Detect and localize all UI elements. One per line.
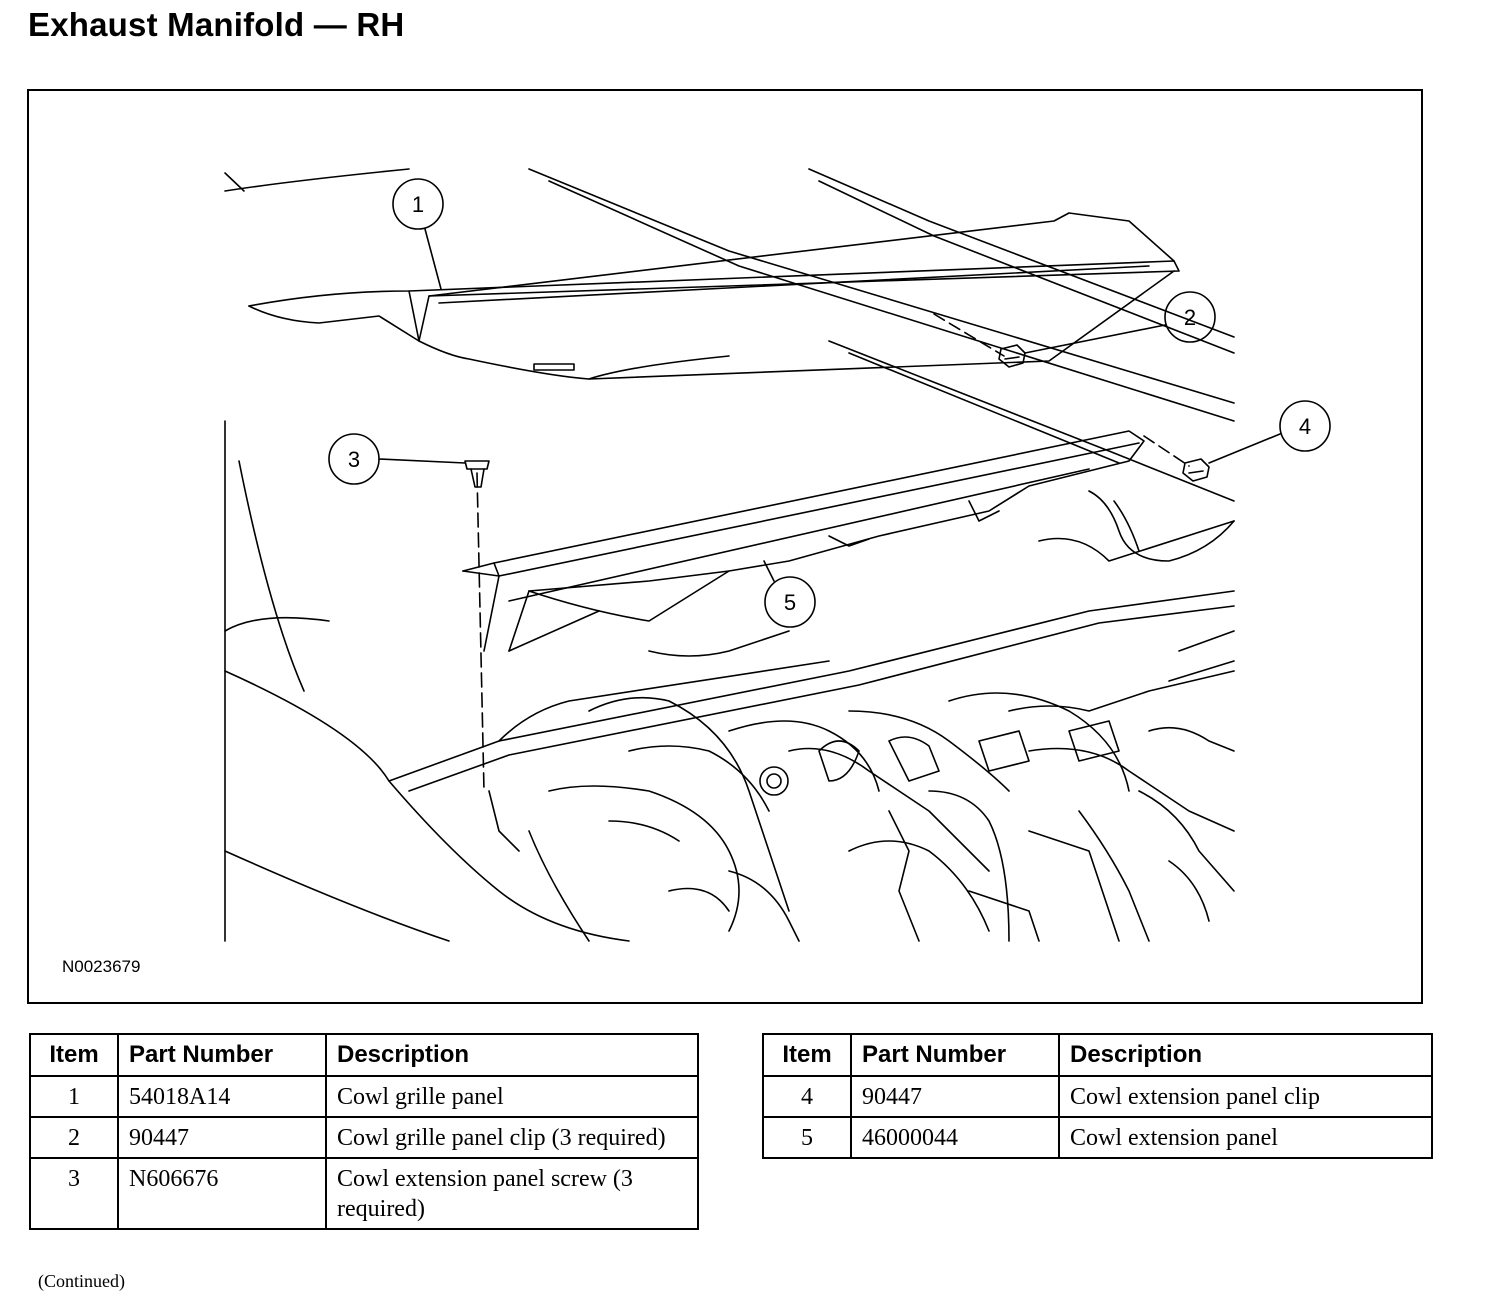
continued-note: (Continued) [38, 1271, 125, 1291]
cell-part-number: 90447 [850, 1075, 1060, 1118]
cell-part-number: N606676 [117, 1157, 327, 1230]
table-row: 1 54018A14 Cowl grille panel [29, 1075, 699, 1118]
cell-part-number: 46000044 [850, 1116, 1060, 1159]
figure-id: N0023679 [62, 957, 141, 976]
cell-item: 3 [29, 1157, 119, 1230]
parts-table-left: Item Part Number Description 1 54018A14 … [29, 1033, 699, 1230]
cell-description: Cowl grille panel [325, 1075, 699, 1118]
cell-item: 4 [762, 1075, 852, 1118]
parts-table-right: Item Part Number Description 4 90447 Cow… [762, 1033, 1433, 1159]
table-header-row: Item Part Number Description [762, 1033, 1433, 1077]
table-header-row: Item Part Number Description [29, 1033, 699, 1077]
cell-description: Cowl extension panel clip [1058, 1075, 1433, 1118]
cell-item: 1 [29, 1075, 119, 1118]
callout-5: 5 [784, 590, 796, 615]
table-row: 2 90447 Cowl grille panel clip (3 requir… [29, 1116, 699, 1159]
table-row: 3 N606676 Cowl extension panel screw (3 … [29, 1157, 699, 1230]
header-item: Item [762, 1033, 852, 1077]
header-part-number: Part Number [850, 1033, 1060, 1077]
table-row: 5 46000044 Cowl extension panel [762, 1116, 1433, 1159]
callout-3: 3 [348, 447, 360, 472]
header-description: Description [1058, 1033, 1433, 1077]
cell-item: 2 [29, 1116, 119, 1159]
callout-1: 1 [412, 192, 424, 217]
line-drawing: 1 2 3 4 5 [224, 168, 1331, 942]
table-row: 4 90447 Cowl extension panel clip [762, 1075, 1433, 1118]
cell-part-number: 90447 [117, 1116, 327, 1159]
cell-part-number: 54018A14 [117, 1075, 327, 1118]
exploded-view-illustration: 1 2 3 4 5 N0023679 [27, 89, 1423, 1004]
cell-description: Cowl extension panel [1058, 1116, 1433, 1159]
page-title: Exhaust Manifold — RH [28, 6, 405, 43]
callout-4: 4 [1299, 414, 1311, 439]
cell-description: Cowl grille panel clip (3 required) [325, 1116, 699, 1159]
callout-2: 2 [1184, 305, 1196, 330]
header-description: Description [325, 1033, 699, 1077]
cell-item: 5 [762, 1116, 852, 1159]
header-part-number: Part Number [117, 1033, 327, 1077]
header-item: Item [29, 1033, 119, 1077]
cell-description: Cowl extension panel screw (3 required) [325, 1157, 699, 1230]
